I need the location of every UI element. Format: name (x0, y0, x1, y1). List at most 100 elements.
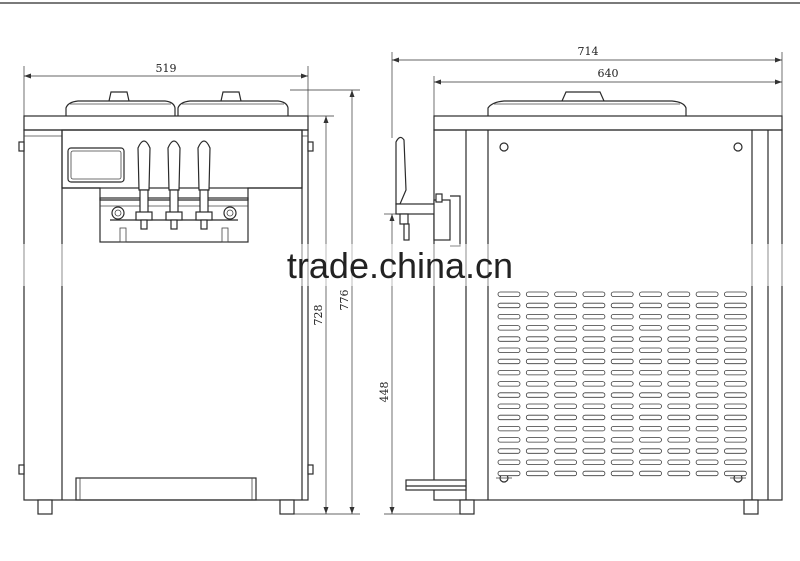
vent-slot (667, 358, 691, 365)
front-upper-panel (61, 129, 303, 189)
vent-slot (695, 302, 719, 309)
vent-slot (695, 358, 719, 365)
vent-slot (695, 448, 719, 454)
vent-slot (554, 347, 577, 353)
vent-slot (497, 470, 521, 477)
vent-slot (554, 414, 577, 421)
vent-slot (610, 336, 634, 342)
side-width-total-label: 714 (578, 45, 599, 58)
front-width-label: 519 (156, 62, 177, 75)
vent-slot (639, 392, 662, 398)
vent-slot (497, 459, 521, 465)
vent-slot (639, 325, 662, 331)
vent-slot (639, 459, 662, 465)
vent-slot (554, 459, 577, 465)
vent-slot (724, 437, 747, 443)
display-screen (67, 147, 125, 183)
vent-slot (695, 414, 719, 421)
vent-slot (639, 437, 662, 443)
vent-slot (667, 392, 691, 398)
vent-slot (554, 392, 577, 398)
side-foot-right (743, 499, 759, 515)
side-spout-assembly (395, 136, 461, 247)
vent-slot (639, 448, 662, 454)
vent-slot (582, 470, 606, 477)
vent-slot (582, 325, 606, 331)
vent-slot (667, 291, 691, 297)
watermark-text: trade.china.cn (287, 245, 513, 286)
vent-slot (610, 302, 634, 309)
vent-slot (554, 358, 577, 365)
hopper-lids (65, 91, 289, 116)
vent-slot (582, 381, 606, 387)
vent-slot (724, 425, 747, 432)
vent-slot (724, 313, 747, 320)
vent-slot (554, 437, 577, 443)
vent-slot (582, 302, 606, 309)
vent-slot (724, 392, 747, 398)
vent-slot (639, 470, 662, 477)
vent-slot (525, 392, 549, 398)
vent-slot (724, 358, 747, 365)
vent-slot (695, 347, 719, 353)
vent-slot (695, 325, 719, 331)
side-spout-height-label: 448 (378, 382, 391, 403)
vent-slot (497, 369, 521, 376)
side-foot-left (459, 499, 475, 515)
vent-slot (724, 336, 747, 342)
vent-slot (525, 403, 549, 409)
vent-slot (525, 448, 549, 454)
vent-slot (724, 291, 747, 297)
vent-slot (667, 425, 691, 432)
vent-slot (724, 302, 747, 309)
vent-slot (639, 381, 662, 387)
front-body (23, 129, 309, 501)
right-knob-upper (307, 141, 314, 152)
right-knob-lower (307, 464, 314, 475)
vent-slot (610, 291, 634, 297)
front-height-dimensions: 728 776 (290, 89, 360, 515)
vent-slot (610, 313, 634, 320)
vent-slot (610, 403, 634, 409)
vent-slot (724, 448, 747, 454)
vent-slot (582, 403, 606, 409)
vent-slot (525, 437, 549, 443)
vent-slot (695, 403, 719, 409)
vent-slot (525, 369, 549, 376)
vent-slot (525, 381, 549, 387)
vent-slot (610, 392, 634, 398)
vent-slot (554, 302, 577, 309)
vent-slot (639, 414, 662, 421)
vent-slot (667, 437, 691, 443)
vent-slot (582, 336, 606, 342)
vent-slot (554, 369, 577, 376)
vent-slot (554, 381, 577, 387)
vent-slot (695, 313, 719, 320)
dispensing-handles (135, 140, 213, 230)
vent-slot (667, 347, 691, 353)
vent-slot (497, 414, 521, 421)
vent-slot (667, 325, 691, 331)
vent-slot (667, 313, 691, 320)
vent-slot (724, 347, 747, 353)
vent-slot (582, 392, 606, 398)
vent-slot (639, 336, 662, 342)
vent-slot (582, 448, 606, 454)
vent-slot (610, 369, 634, 376)
vent-slot (667, 336, 691, 342)
front-height-body-label: 728 (312, 305, 325, 326)
vent-slot (667, 302, 691, 309)
side-width-total-dimension: 714 (391, 45, 783, 138)
vent-slot (582, 414, 606, 421)
vent-slot (582, 358, 606, 365)
vent-slot (695, 425, 719, 432)
vent-slot (724, 381, 747, 387)
vent-grid (497, 291, 747, 477)
screw-top-right (733, 142, 743, 152)
vent-slot (582, 369, 606, 376)
vent-slot (582, 425, 606, 432)
vent-slot (497, 381, 521, 387)
vent-slot (610, 347, 634, 353)
vent-slot (525, 414, 549, 421)
